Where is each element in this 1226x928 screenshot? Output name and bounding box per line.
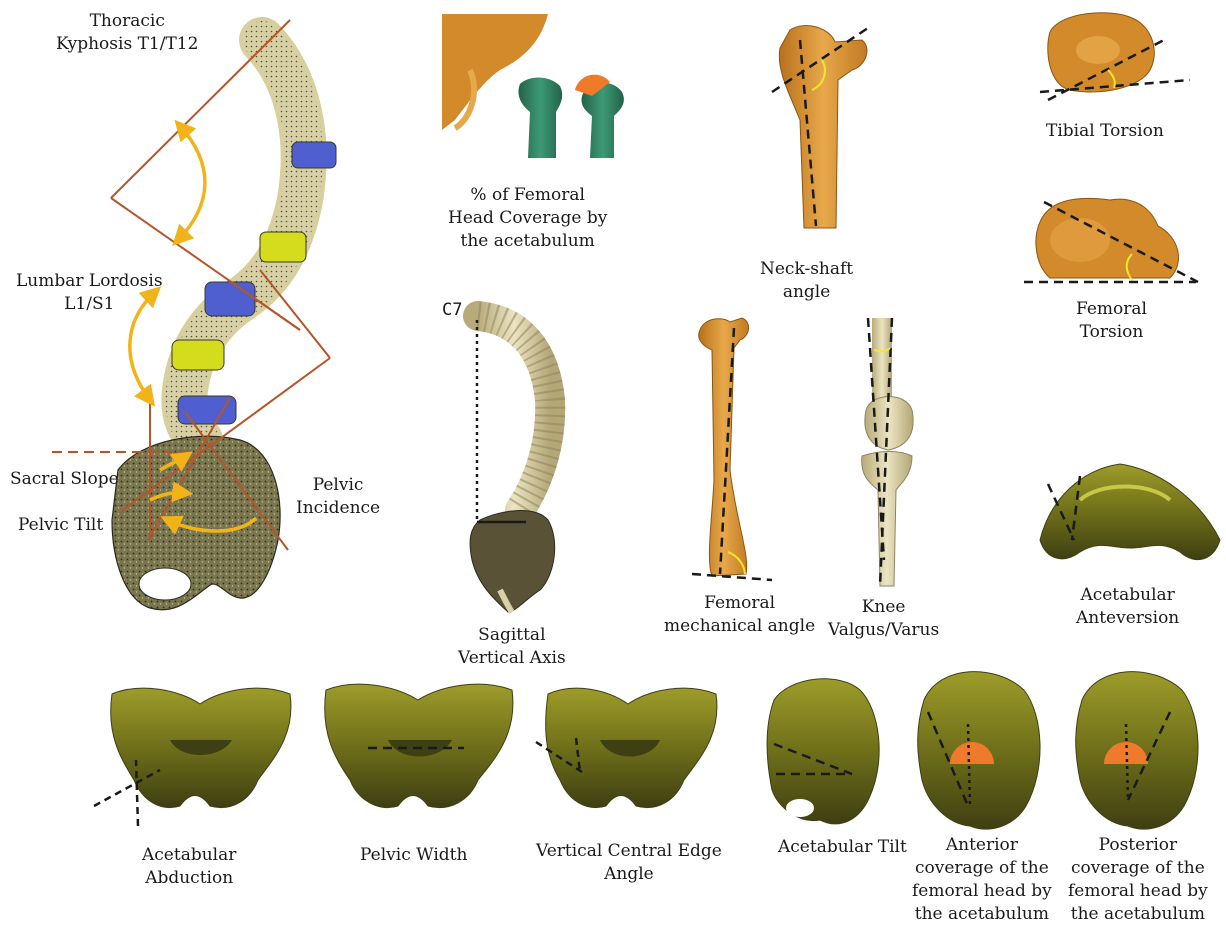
pelvis-anteversion-model [1040, 464, 1220, 560]
label-femoral-head-coverage: % of Femoral Head Coverage by the acetab… [448, 184, 607, 253]
spine-model [172, 40, 336, 440]
label-femoral-mechanical-angle: Femoral mechanical angle [664, 592, 815, 638]
hip-coverage-model [442, 14, 624, 158]
label-sacral-slope: Sacral Slope [10, 468, 119, 491]
label-line: femoral head by [912, 880, 1052, 903]
label-pelvic-tilt: Pelvic Tilt [18, 514, 103, 537]
label-neck-shaft-angle: Neck-shaft angle [760, 258, 853, 304]
label-acetabular-abduction: Acetabular Abduction [142, 844, 236, 890]
pelvis-anterior-coverage-model [918, 672, 1040, 829]
label-line: Anterior [912, 834, 1052, 857]
label-line: Thoracic [56, 10, 198, 33]
label-line: mechanical angle [664, 615, 815, 638]
label-line: Head Coverage by [448, 207, 607, 230]
label-acetabular-anteversion: Acetabular Anteversion [1076, 584, 1179, 630]
femur-mechanical-model [692, 318, 772, 580]
label-line: Incidence [296, 497, 380, 520]
label-line: Lumbar Lordosis [16, 270, 163, 293]
label-line: femoral head by [1068, 880, 1208, 903]
pelvis-model-lateral [112, 436, 280, 610]
label-line: coverage of the [912, 857, 1052, 880]
label-line: the acetabulum [1068, 903, 1208, 926]
label-line: the acetabulum [912, 903, 1052, 926]
label-line: Pelvic Tilt [18, 514, 103, 537]
label-acetabular-tilt: Acetabular Tilt [778, 836, 907, 859]
label-line: Torsion [1076, 321, 1147, 344]
label-line: Angle [536, 863, 722, 886]
label-line: Sacral Slope [10, 468, 119, 491]
label-femoral-torsion: Femoral Torsion [1076, 298, 1147, 344]
label-line: Anteversion [1076, 607, 1179, 630]
label-line: Acetabular [142, 844, 236, 867]
label-vertical-central-edge-angle: Vertical Central Edge Angle [536, 840, 722, 886]
label-line: Sagittal [458, 624, 566, 647]
label-line: Abduction [142, 867, 236, 890]
label-line: Knee [828, 596, 939, 619]
label-line: coverage of the [1068, 857, 1208, 880]
label-thoracic-kyphosis: Thoracic Kyphosis T1/T12 [56, 10, 198, 56]
label-lumbar-lordosis: Lumbar Lordosis L1/S1 [16, 270, 163, 316]
label-line: C7 [442, 300, 462, 320]
label-line: Acetabular Tilt [778, 836, 907, 859]
pelvis-width-model [325, 684, 513, 807]
label-line: Posterior [1068, 834, 1208, 857]
pelvis-posterior-coverage-model [1076, 672, 1198, 829]
label-line: Vertical Central Edge [536, 840, 722, 863]
label-knee-valgus-varus: Knee Valgus/Varus [828, 596, 939, 642]
label-pelvic-width: Pelvic Width [360, 844, 467, 867]
label-line: Femoral [664, 592, 815, 615]
label-line: Kyphosis T1/T12 [56, 33, 198, 56]
label-line: % of Femoral [448, 184, 607, 207]
tibia-model [1040, 13, 1190, 100]
label-c7: C7 [442, 300, 462, 320]
label-line: Pelvic Width [360, 844, 467, 867]
label-line: Acetabular [1076, 584, 1179, 607]
knee-model [862, 318, 913, 586]
label-line: L1/S1 [16, 293, 163, 316]
label-line: Vertical Axis [458, 647, 566, 670]
label-pelvic-incidence: Pelvic Incidence [296, 474, 380, 520]
label-line: Neck-shaft [760, 258, 853, 281]
label-line: Femoral [1076, 298, 1147, 321]
label-tibial-torsion: Tibial Torsion [1046, 120, 1164, 143]
label-line: angle [760, 281, 853, 304]
label-posterior-coverage: Posterior coverage of the femoral head b… [1068, 834, 1208, 926]
pelvis-tilt-model [767, 679, 879, 824]
label-line: Valgus/Varus [828, 619, 939, 642]
femur-neck-shaft-model [772, 26, 868, 228]
label-line: the acetabulum [448, 230, 607, 253]
label-line: Tibial Torsion [1046, 120, 1164, 143]
label-anterior-coverage: Anterior coverage of the femoral head by… [912, 834, 1052, 926]
label-sagittal-vertical-axis: Sagittal Vertical Axis [458, 624, 566, 670]
femoral-torsion-model [1024, 198, 1198, 282]
sva-spine-model [470, 316, 555, 612]
pelvis-vce-model [536, 688, 717, 807]
label-line: Pelvic [296, 474, 380, 497]
pelvis-abduction-model [94, 688, 291, 826]
